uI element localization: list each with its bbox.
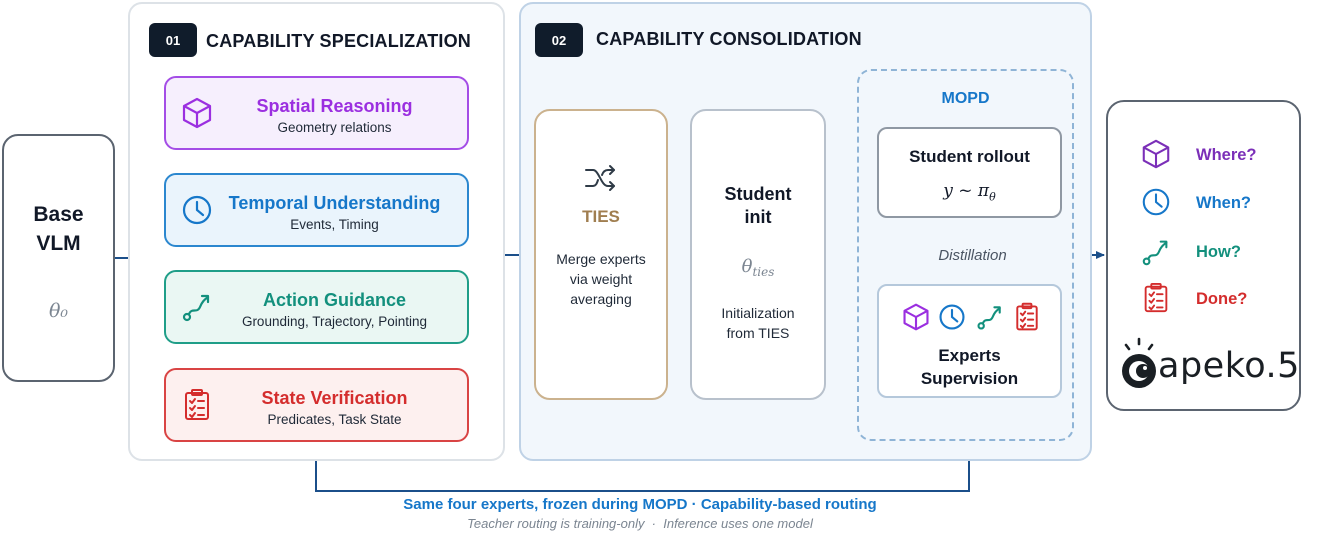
- supervision-line2: Supervision: [920, 369, 1019, 388]
- checklist-icon: [1144, 282, 1168, 313]
- expert-title: Temporal Understanding: [228, 193, 441, 213]
- param-subscript: ties: [752, 265, 775, 280]
- expert-subtitle: Grounding, Trajectory, Pointing: [241, 314, 428, 329]
- base-vlm-title: Base VLM: [4, 200, 113, 258]
- expert-temporal-understanding: Temporal Understanding Events, Timing: [164, 173, 469, 247]
- trajectory-icon: [182, 294, 210, 322]
- formula-y: y: [943, 181, 953, 201]
- checklist-icon: [1016, 302, 1038, 331]
- supervision-line1: Experts: [938, 346, 1001, 365]
- student-init-title-line1: Student: [724, 184, 792, 204]
- experts-supervision-title: Experts Supervision: [879, 344, 1060, 390]
- expert-title: Spatial Reasoning: [256, 96, 413, 116]
- student-init-desc-line2: from TIES: [726, 325, 790, 341]
- expert-subtitle: Geometry relations: [277, 120, 392, 135]
- formula-pi: π: [977, 181, 990, 201]
- student-init-card: Student init θties Initialization from T…: [690, 109, 826, 400]
- ties-desc-line2: via weight: [569, 271, 633, 287]
- clock-icon: [1142, 188, 1170, 216]
- expert-subtitle: Predicates, Task State: [267, 412, 402, 427]
- student-init-description: Initialization from TIES: [692, 303, 824, 343]
- checklist-icon: [185, 389, 209, 420]
- question-when: When?: [1196, 194, 1251, 212]
- distillation-label: Distillation: [920, 247, 1025, 264]
- footer-note: Teacher routing is training-only · Infer…: [467, 516, 813, 531]
- student-init-desc-line1: Initialization: [721, 305, 795, 321]
- base-param: θ₀: [48, 300, 69, 322]
- trajectory-icon: [1142, 240, 1168, 266]
- student-rollout-formula: y ~ πθ: [879, 181, 1060, 203]
- formula-op: ~: [958, 181, 973, 201]
- student-init-title-line2: init: [744, 207, 772, 227]
- cube-icon: [903, 303, 929, 331]
- student-rollout-box: Student rollout y ~ πθ: [877, 127, 1062, 218]
- mopd-label: MOPD: [941, 90, 990, 107]
- clock-icon: [939, 304, 965, 330]
- cube-icon: [1142, 139, 1170, 169]
- expert-action-guidance: Action Guidance Grounding, Trajectory, P…: [164, 270, 469, 344]
- apeko-logo-text: apeko.5: [1158, 346, 1300, 386]
- base-title-line1: Base: [33, 203, 84, 226]
- stage2-title: CAPABILITY CONSOLIDATION: [596, 29, 862, 49]
- mopd-box: [857, 69, 1074, 441]
- student-init-title: Student init: [692, 183, 824, 229]
- expert-title: State Verification: [261, 388, 408, 408]
- experts-supervision-box: Experts Supervision: [877, 284, 1062, 398]
- clock-icon: [182, 195, 212, 225]
- expert-title: Action Guidance: [262, 290, 406, 310]
- ties-desc-line3: averaging: [570, 291, 632, 307]
- question-done: Done?: [1196, 290, 1248, 308]
- expert-state-verification: State Verification Predicates, Task Stat…: [164, 368, 469, 442]
- ties-card: TIES Merge experts via weight averaging: [534, 109, 668, 400]
- expert-spatial-reasoning: Spatial Reasoning Geometry relations: [164, 76, 469, 150]
- question-where: Where?: [1196, 146, 1257, 164]
- formula-sub: θ: [989, 190, 996, 204]
- apeko-logo: apeko.5: [1118, 334, 1299, 396]
- cube-icon: [182, 97, 212, 129]
- ties-title: TIES: [582, 207, 620, 226]
- param-theta: θ: [741, 256, 753, 277]
- stage2-badge: 02: [535, 23, 583, 57]
- trajectory-icon: [977, 306, 1001, 330]
- shuffle-icon: [585, 165, 615, 191]
- output-capabilities-box: Where? When? How? Done?: [1106, 100, 1301, 411]
- expert-subtitle: Events, Timing: [290, 217, 379, 232]
- base-title-line2: VLM: [36, 232, 81, 255]
- ties-desc-line1: Merge experts: [556, 251, 646, 267]
- student-rollout-title: Student rollout: [909, 147, 1030, 166]
- student-init-param: θties: [692, 256, 824, 279]
- ties-description: Merge experts via weight averaging: [536, 249, 666, 309]
- stage1-badge: 01: [149, 23, 197, 57]
- footer-main-caption: Same four experts, frozen during MOPD · …: [403, 496, 877, 513]
- apeko-logo-mark: [1122, 337, 1156, 388]
- question-how: How?: [1196, 243, 1241, 261]
- base-vlm-box: Base VLM θ₀: [2, 134, 115, 382]
- stage1-title: CAPABILITY SPECIALIZATION: [206, 31, 472, 51]
